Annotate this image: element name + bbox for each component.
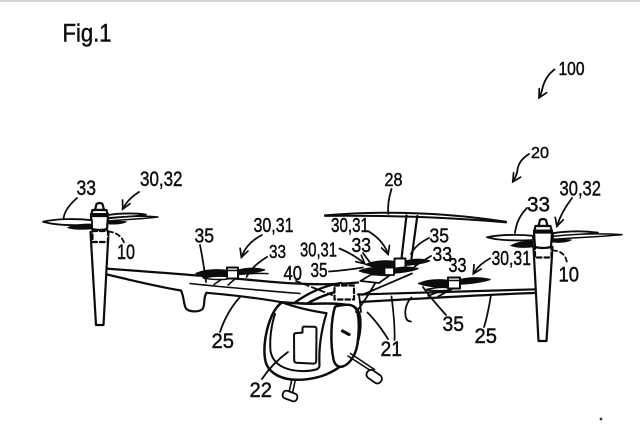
svg-text:35: 35 xyxy=(311,259,328,282)
svg-text:28: 28 xyxy=(385,170,403,190)
svg-text:33: 33 xyxy=(433,243,453,266)
svg-text:25: 25 xyxy=(212,329,235,353)
svg-text:30,31: 30,31 xyxy=(331,215,369,237)
svg-text:35: 35 xyxy=(443,312,465,336)
svg-text:30,31: 30,31 xyxy=(300,240,337,262)
svg-text:33: 33 xyxy=(527,194,550,217)
svg-text:30,32: 30,32 xyxy=(560,178,602,201)
svg-text:30,31: 30,31 xyxy=(492,248,532,270)
svg-text:10: 10 xyxy=(559,263,580,287)
svg-text:10: 10 xyxy=(117,241,135,264)
svg-text:25: 25 xyxy=(475,324,498,348)
svg-text:35: 35 xyxy=(430,225,450,248)
svg-text:30,31: 30,31 xyxy=(254,215,294,237)
svg-text:40: 40 xyxy=(284,262,303,285)
svg-text:100: 100 xyxy=(559,59,585,79)
svg-text:30,32: 30,32 xyxy=(140,168,183,191)
svg-text:33: 33 xyxy=(77,177,97,200)
svg-text:21: 21 xyxy=(381,337,403,361)
svg-text:Fig.1: Fig.1 xyxy=(63,20,112,48)
svg-text:35: 35 xyxy=(195,225,215,248)
svg-text:22: 22 xyxy=(250,378,273,402)
svg-text:20: 20 xyxy=(531,145,549,162)
svg-text:33: 33 xyxy=(352,234,372,257)
svg-text:33: 33 xyxy=(269,241,286,262)
svg-text:33: 33 xyxy=(449,254,467,277)
